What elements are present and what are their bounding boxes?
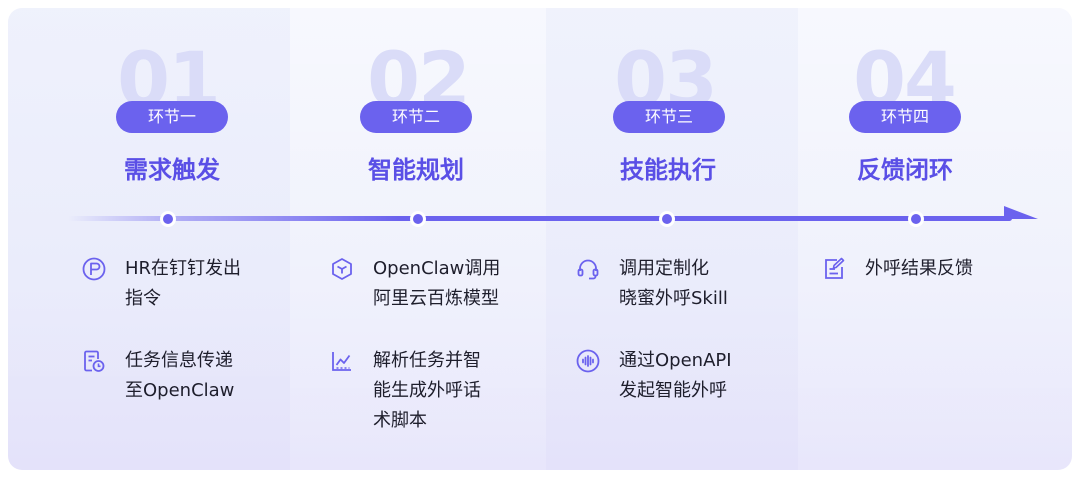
step-text: 解析任务并智 能生成外呼话 术脚本 [373, 350, 481, 431]
stage-tag: 环节四 [849, 101, 961, 133]
edit-note-icon [825, 257, 845, 279]
stage-column-bg [798, 8, 1072, 470]
step-text: HR在钉钉发出 指令 [125, 258, 242, 309]
timeline-node [160, 211, 176, 227]
cube-icon [332, 258, 352, 280]
step-text: 外呼结果反馈 [865, 258, 973, 279]
document-clock-icon [84, 350, 105, 372]
chart-analysis-icon [332, 352, 351, 371]
sound-wave-icon [576, 349, 600, 373]
stage-title: 需求触发 [124, 156, 220, 184]
stage-title: 反馈闭环 [857, 156, 953, 184]
stage-tag: 环节一 [116, 101, 228, 133]
process-diagram: 01 环节一 需求触发 02 环节二 智能规划 03 环节三 技能执行 04 环… [8, 8, 1072, 470]
step-text: OpenClaw调用 阿里云百炼模型 [373, 258, 501, 309]
stage-column-bg [290, 8, 546, 470]
step-text: 通过OpenAPI 发起智能外呼 [619, 350, 732, 401]
timeline-node [659, 211, 675, 227]
stage-column-bg [546, 8, 798, 470]
step-text: 任务信息传递 至OpenClaw [125, 350, 235, 401]
timeline-node [908, 211, 924, 227]
headset-icon [577, 259, 599, 280]
step-text: 调用定制化 晓蜜外呼Skill [619, 258, 728, 309]
stage-tag: 环节二 [360, 101, 472, 133]
stage-number: 04 [853, 42, 957, 102]
timeline-line [68, 216, 1012, 221]
flag-circle-icon [82, 257, 106, 281]
stage-column-bg [8, 8, 290, 470]
stage-number: 03 [614, 42, 718, 102]
timeline [68, 206, 1038, 227]
stage-tag: 环节三 [613, 101, 725, 133]
stage-title: 技能执行 [620, 156, 716, 184]
stage-number: 01 [117, 42, 221, 102]
timeline-node [410, 211, 426, 227]
stage-title: 智能规划 [368, 156, 464, 184]
stage-number: 02 [367, 42, 471, 102]
timeline-arrow-head [1004, 206, 1038, 219]
